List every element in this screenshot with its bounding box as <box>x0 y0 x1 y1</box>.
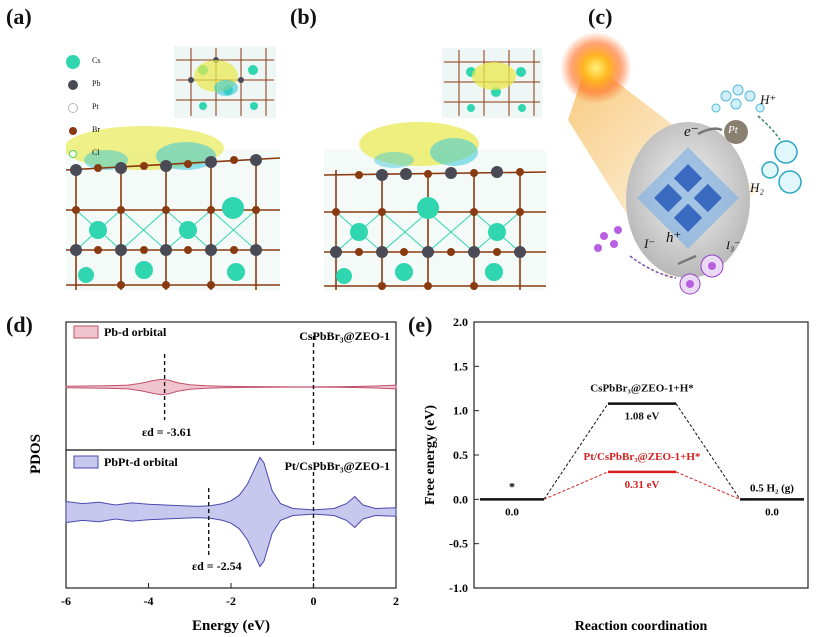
legend-item: Cl <box>66 147 126 170</box>
zeo-connector-right <box>675 403 741 500</box>
pt-zeo-intermediate-value: 0.31 eV <box>625 479 660 491</box>
zeo-connector-left <box>543 403 609 500</box>
crystal-structure-b-image <box>324 48 546 290</box>
atom-legend: Cs Pb Pt Br Cl <box>66 55 126 170</box>
free-energy-y-tick-label: 0.5 <box>453 448 468 462</box>
pt-particle-icon <box>724 120 748 144</box>
sun-icon <box>560 32 632 104</box>
pdos-x-tick-label: 0 <box>311 594 317 608</box>
panel-label-b: (b) <box>290 4 317 29</box>
pdos-x-tick-label: 2 <box>393 594 399 608</box>
hole-label: h⁺ <box>666 230 682 246</box>
legend-item: Pt <box>66 101 126 124</box>
final-state-label: 0.5 H₂ (g) <box>750 482 794 494</box>
structure-a <box>66 40 280 290</box>
triiodide-label: I₃⁻ <box>726 238 741 252</box>
photocatalysis-illustration <box>558 30 816 300</box>
zeo-intermediate-label: CsPbBr₃@ZEO-1+H* <box>590 383 694 395</box>
photocatalysis-scheme-image <box>560 32 802 295</box>
crystal-structure-a-image <box>66 46 280 290</box>
free-energy-x-label: Reaction coordination <box>575 619 708 634</box>
pb-atom-icon <box>68 80 78 90</box>
pt-zeo-intermediate-label: Pt/CsPbBr₃@ZEO-1+H* <box>584 451 701 463</box>
br-atom-icon <box>69 127 77 135</box>
zeo-intermediate-value: 1.08 eV <box>625 411 660 423</box>
free-energy-svg: -1.0 -0.5 0.0 0.5 1.0 1.5 2.0 CsPbBr₃@ZEO-1+H*… <box>423 315 809 634</box>
pb-d-legend-label: Pb-d orbital <box>104 325 167 339</box>
pt-zeo-connector-left <box>543 471 609 500</box>
iodide-bubbles <box>594 226 724 295</box>
free-energy-y-tick-label: -1.0 <box>449 581 468 595</box>
panel-label-c: (c) <box>588 4 613 29</box>
hydrogen-bubbles <box>761 140 802 194</box>
pdos-chart: -6 -4 -2 0 2 Pb-d orbital PbPt-d orbital CsP… <box>0 312 408 637</box>
legend-label: Pt <box>92 102 99 111</box>
h-plus-label: H⁺ <box>760 92 777 107</box>
proton-bubbles <box>711 84 765 113</box>
pdos-y-label: PDOS <box>28 434 44 474</box>
cs-atom-icon <box>66 55 80 69</box>
initial-state-label: * <box>509 479 515 493</box>
system-label-top: CsPbBr₃@ZEO-1 <box>299 329 390 343</box>
legend-label: Br <box>92 125 100 134</box>
free-energy-y-tick-label: 2.0 <box>453 315 468 329</box>
pdos-x-tick-label: -6 <box>61 594 71 608</box>
pdos-svg: -6 -4 -2 0 2 Pb-d orbital PbPt-d orbital CsP… <box>28 321 399 634</box>
pbpt-d-orbital-area <box>65 456 397 568</box>
legend-label: Pb <box>92 79 101 88</box>
free-energy-y-ticks: -1.0 -0.5 0.0 0.5 1.0 1.5 2.0 <box>449 315 479 595</box>
pbpt-d-legend-label: PbPt-d orbital <box>104 455 178 469</box>
free-energy-y-tick-label: 0.0 <box>453 492 468 506</box>
cl-atom-icon <box>69 150 77 158</box>
pbpt-d-legend-swatch <box>73 455 99 469</box>
legend-label: Cs <box>92 56 101 65</box>
pt-atom-icon <box>68 103 78 113</box>
d-band-label-bottom: εd = -2.54 <box>192 559 242 573</box>
free-energy-chart: -1.0 -0.5 0.0 0.5 1.0 1.5 2.0 CsPbBr₃@ZEO-1+H*… <box>408 312 816 637</box>
pt-label: Pt <box>728 124 738 136</box>
initial-state-value: 0.0 <box>505 506 519 518</box>
panel-label-e: (e) <box>408 312 433 337</box>
structure-b <box>324 40 546 290</box>
system-label-bottom: Pt/CsPbBr₃@ZEO-1 <box>285 459 390 473</box>
free-energy-y-tick-label: 1.5 <box>453 359 468 373</box>
pt-zeo-connector-right <box>675 471 741 500</box>
pb-d-orbital-area <box>65 378 397 396</box>
iodide-label: I⁻ <box>644 236 656 251</box>
panel-label-d: (d) <box>6 312 33 337</box>
pdos-x-tick-label: -4 <box>144 594 154 608</box>
legend-label: Cl <box>92 148 100 157</box>
electron-label: e⁻ <box>684 124 699 140</box>
free-energy-y-label: Free energy (eV) <box>423 405 438 505</box>
panel-label-a: (a) <box>6 4 32 29</box>
pdos-x-ticks: -6 -4 -2 0 2 <box>61 583 399 608</box>
pdos-x-label: Energy (eV) <box>192 618 270 634</box>
legend-item: Cs <box>66 55 126 78</box>
legend-item: Pb <box>66 78 126 101</box>
d-band-label-top: εd = -3.61 <box>142 425 192 439</box>
pdos-x-tick-label: -2 <box>226 594 236 608</box>
free-energy-y-tick-label: 1.0 <box>453 404 468 418</box>
h2-label: H₂ <box>750 180 764 195</box>
legend-item: Br <box>66 124 126 147</box>
final-state-value: 0.0 <box>765 506 779 518</box>
free-energy-y-tick-label: -0.5 <box>449 537 468 551</box>
pb-d-legend-swatch <box>73 325 99 339</box>
